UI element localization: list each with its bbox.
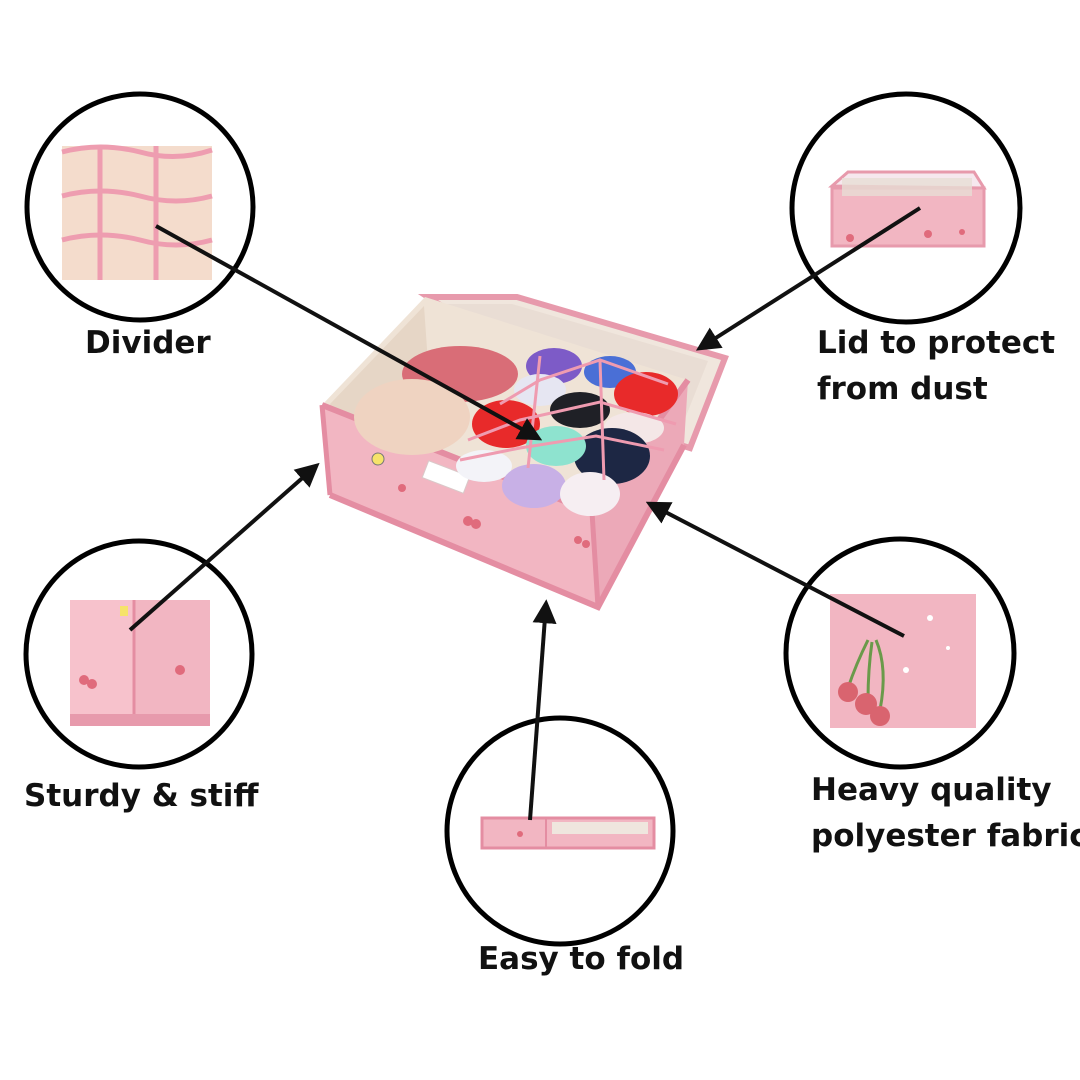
divider-label: Divider: [85, 325, 211, 361]
corner-closeup: [23, 538, 255, 770]
fabric-closeup: [783, 536, 1017, 770]
organizer-box: [319, 294, 729, 611]
fold-label: Easy to fold: [478, 941, 685, 977]
fold-arrow: [528, 599, 557, 821]
divider-arrow: [155, 224, 543, 441]
lid-closeup: [789, 91, 1023, 325]
callout-arrows: [128, 206, 922, 821]
box-right-face: [592, 380, 688, 607]
fabric-arrow: [645, 501, 905, 638]
sturdy-arrow: [128, 462, 320, 632]
box-front-face: [322, 405, 598, 607]
lid-arrow: [695, 206, 922, 351]
lid-label: Lid to protect from dust: [817, 325, 1056, 407]
sturdy-label: Sturdy & stiff: [24, 778, 259, 814]
divider-closeup: [24, 91, 256, 323]
folded-closeup: [444, 715, 676, 947]
fabric-label: Heavy quality polyester fabric: [811, 772, 1080, 854]
